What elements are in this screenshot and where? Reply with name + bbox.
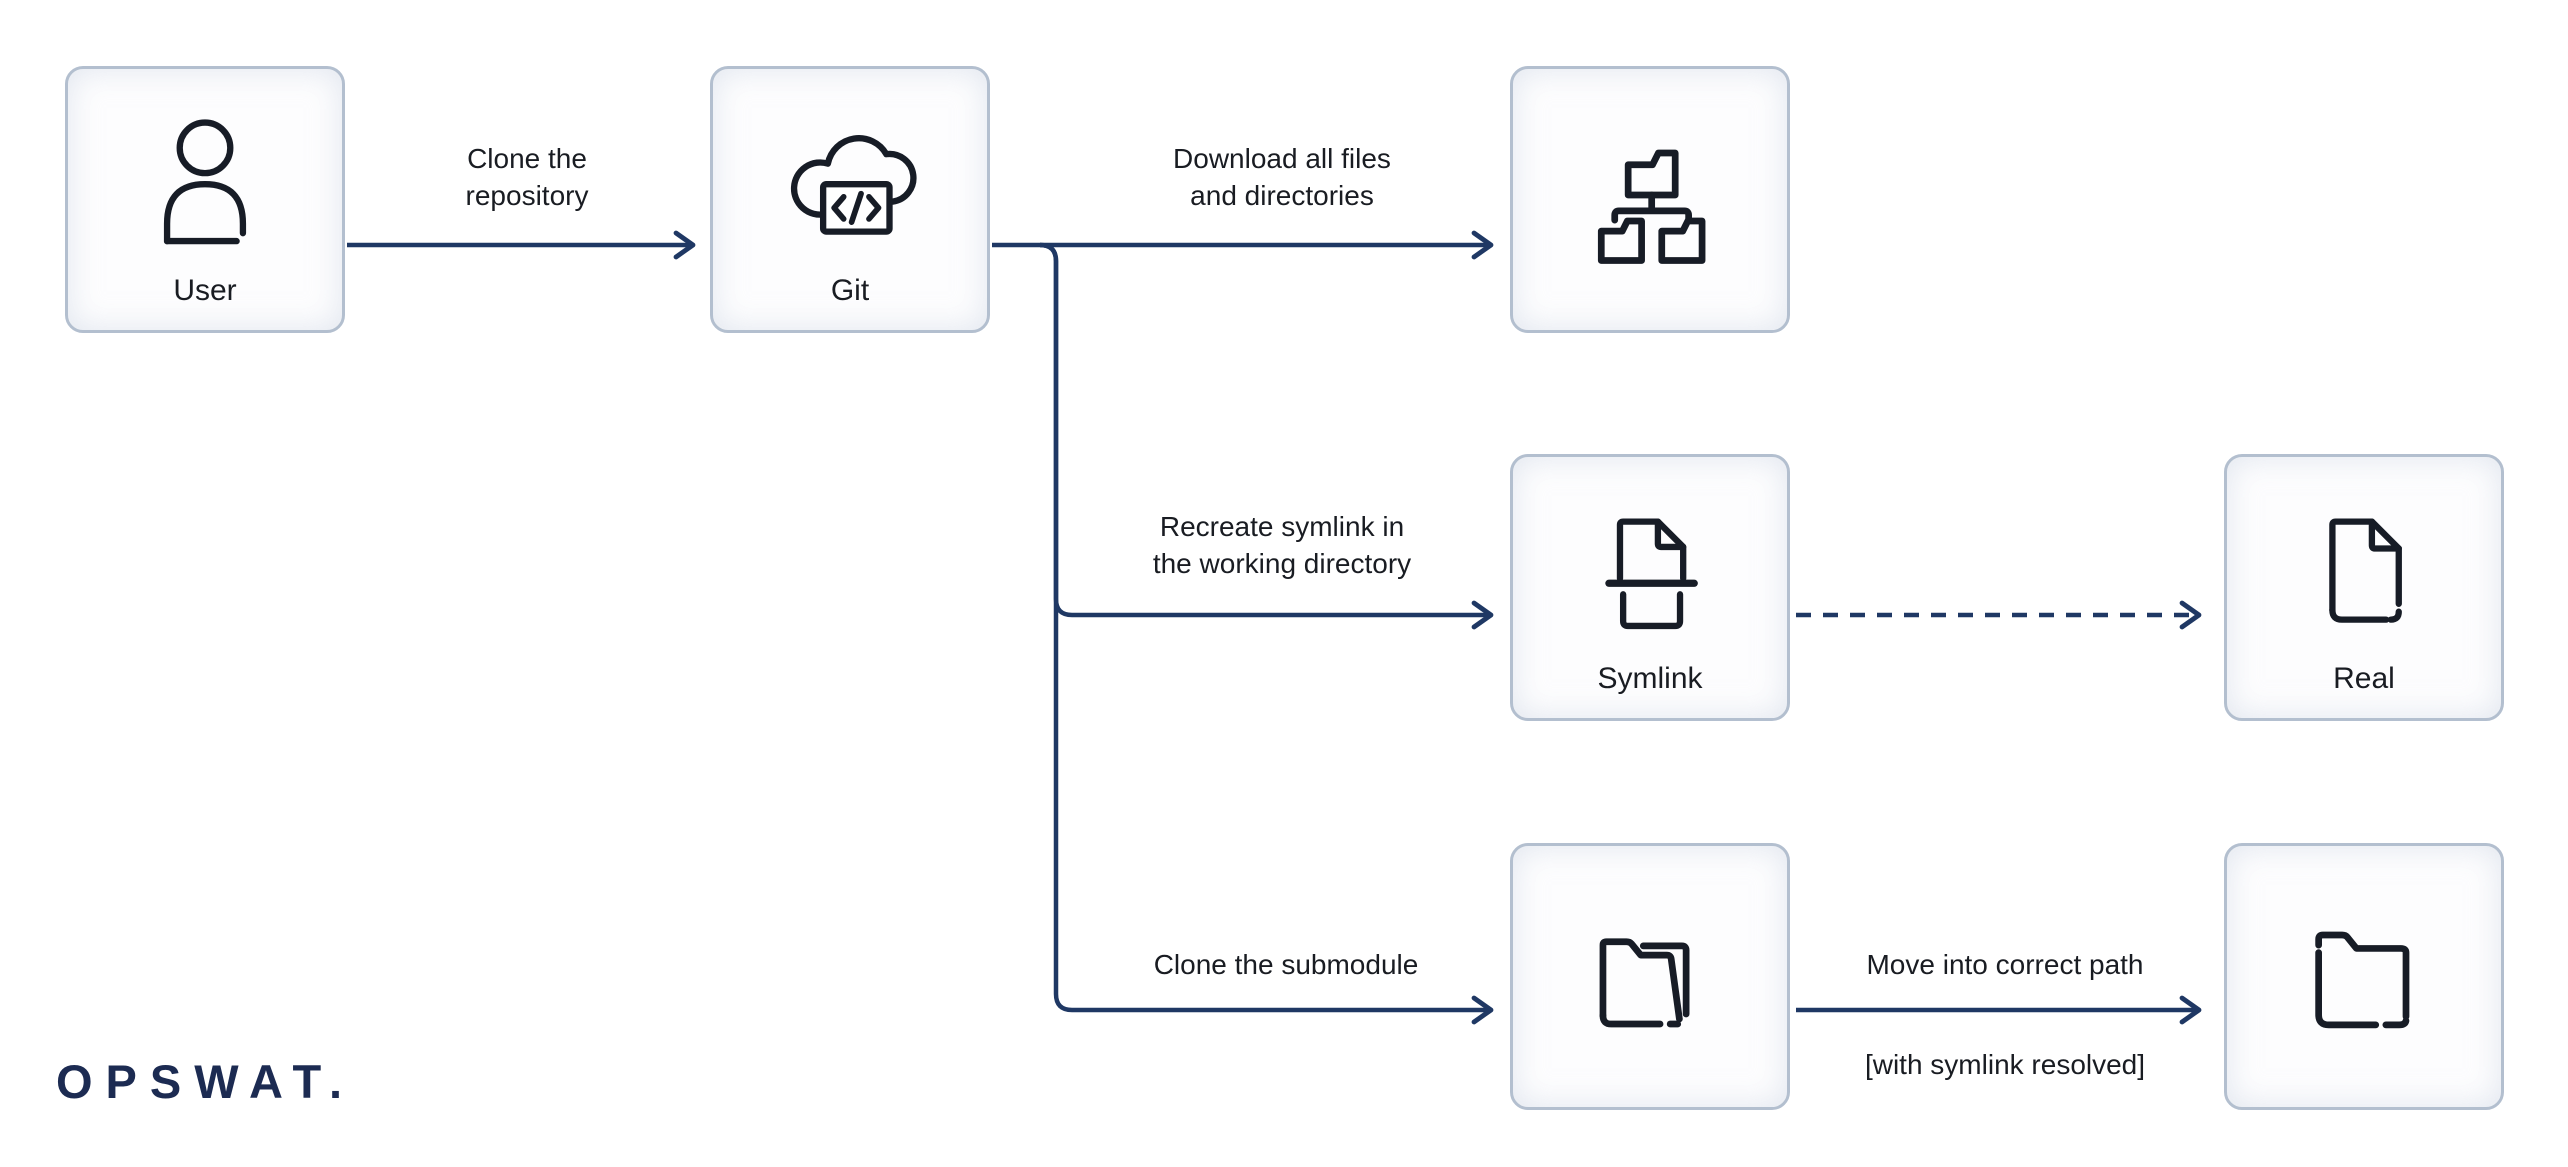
edge-clone-repository-label: Clone the repository [465, 143, 589, 211]
closed-folder-icon [2280, 893, 2448, 1061]
node-symlink-label: Symlink [1597, 662, 1703, 695]
cloud-code-icon [766, 105, 934, 263]
node-files-tree [1510, 66, 1790, 333]
edge-clone-submodule-label: Clone the submodule [1153, 949, 1419, 980]
folder-tree-icon [1566, 116, 1734, 284]
edge-recreate-symlink-label: Recreate symlink in the working director… [1152, 511, 1412, 579]
edge-download-files-label: Download all files and directories [1173, 143, 1391, 211]
edge-move-correct-path-label: Move into correct path [1866, 949, 2144, 980]
edge-move-correct-path-sublabel: [with symlink resolved] [1864, 1049, 2146, 1080]
node-user-label: User [173, 274, 237, 307]
node-user: User [65, 66, 345, 333]
node-submodule [1510, 843, 1790, 1110]
opswat-logo: OPSWAT. [56, 1055, 356, 1108]
node-git: Git [710, 66, 990, 333]
person-icon [126, 105, 284, 263]
open-folder-icon [1566, 893, 1734, 1061]
node-real: Real [2224, 454, 2504, 721]
edge-clone-submodule-arrow [1039, 242, 1494, 1025]
file-icon [2285, 493, 2443, 651]
node-git-label: Git [830, 274, 870, 307]
node-symlink: Symlink [1510, 454, 1790, 721]
node-resolved-path [2224, 843, 2504, 1110]
symlink-file-icon [1571, 493, 1729, 651]
node-real-label: Real [2333, 662, 2395, 695]
